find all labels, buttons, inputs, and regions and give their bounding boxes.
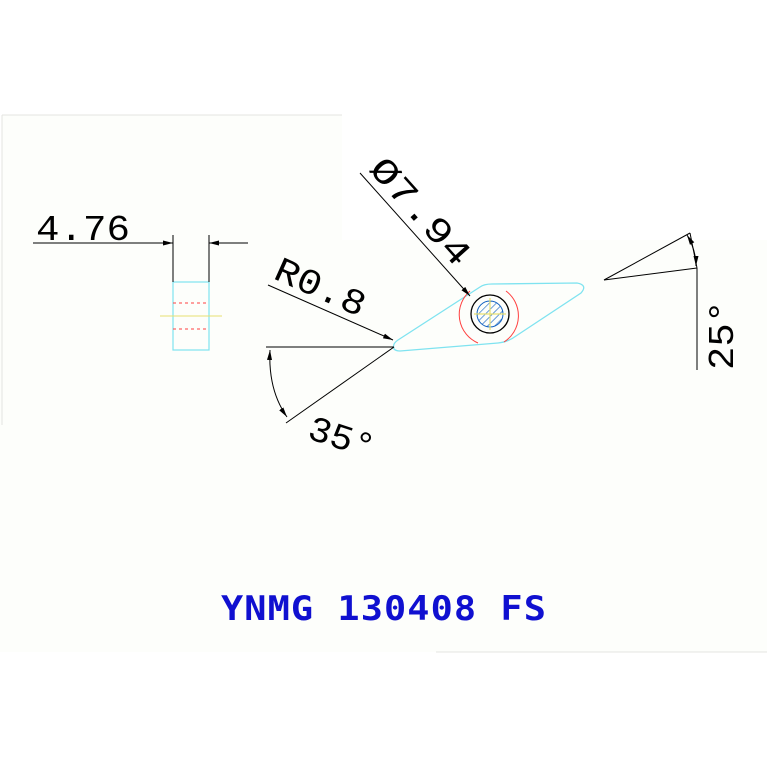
insert-outline: [392, 282, 585, 352]
hole-leader: [359, 172, 471, 297]
hidden-arc: [458, 290, 479, 344]
thickness-label: 4.76: [36, 210, 130, 251]
part-code-title: YNMG 130408 FS: [221, 589, 547, 629]
clearance-angle-label: 25°: [703, 300, 744, 370]
thickness-side-view: 4.76: [33, 210, 248, 351]
drawing-sheet: [0, 114, 767, 653]
hidden-arc: [503, 290, 519, 343]
clearance-angle-arc: [686, 234, 699, 267]
clearance-angle-view: 25°: [603, 232, 744, 370]
hole-circle: [470, 294, 510, 334]
angle-leg: [285, 346, 395, 424]
clearance-face: [603, 232, 691, 281]
clearance-face: [603, 267, 698, 281]
radius-leader: [267, 284, 394, 341]
insert-top-view: [392, 282, 585, 352]
angle-arc: [267, 349, 288, 418]
